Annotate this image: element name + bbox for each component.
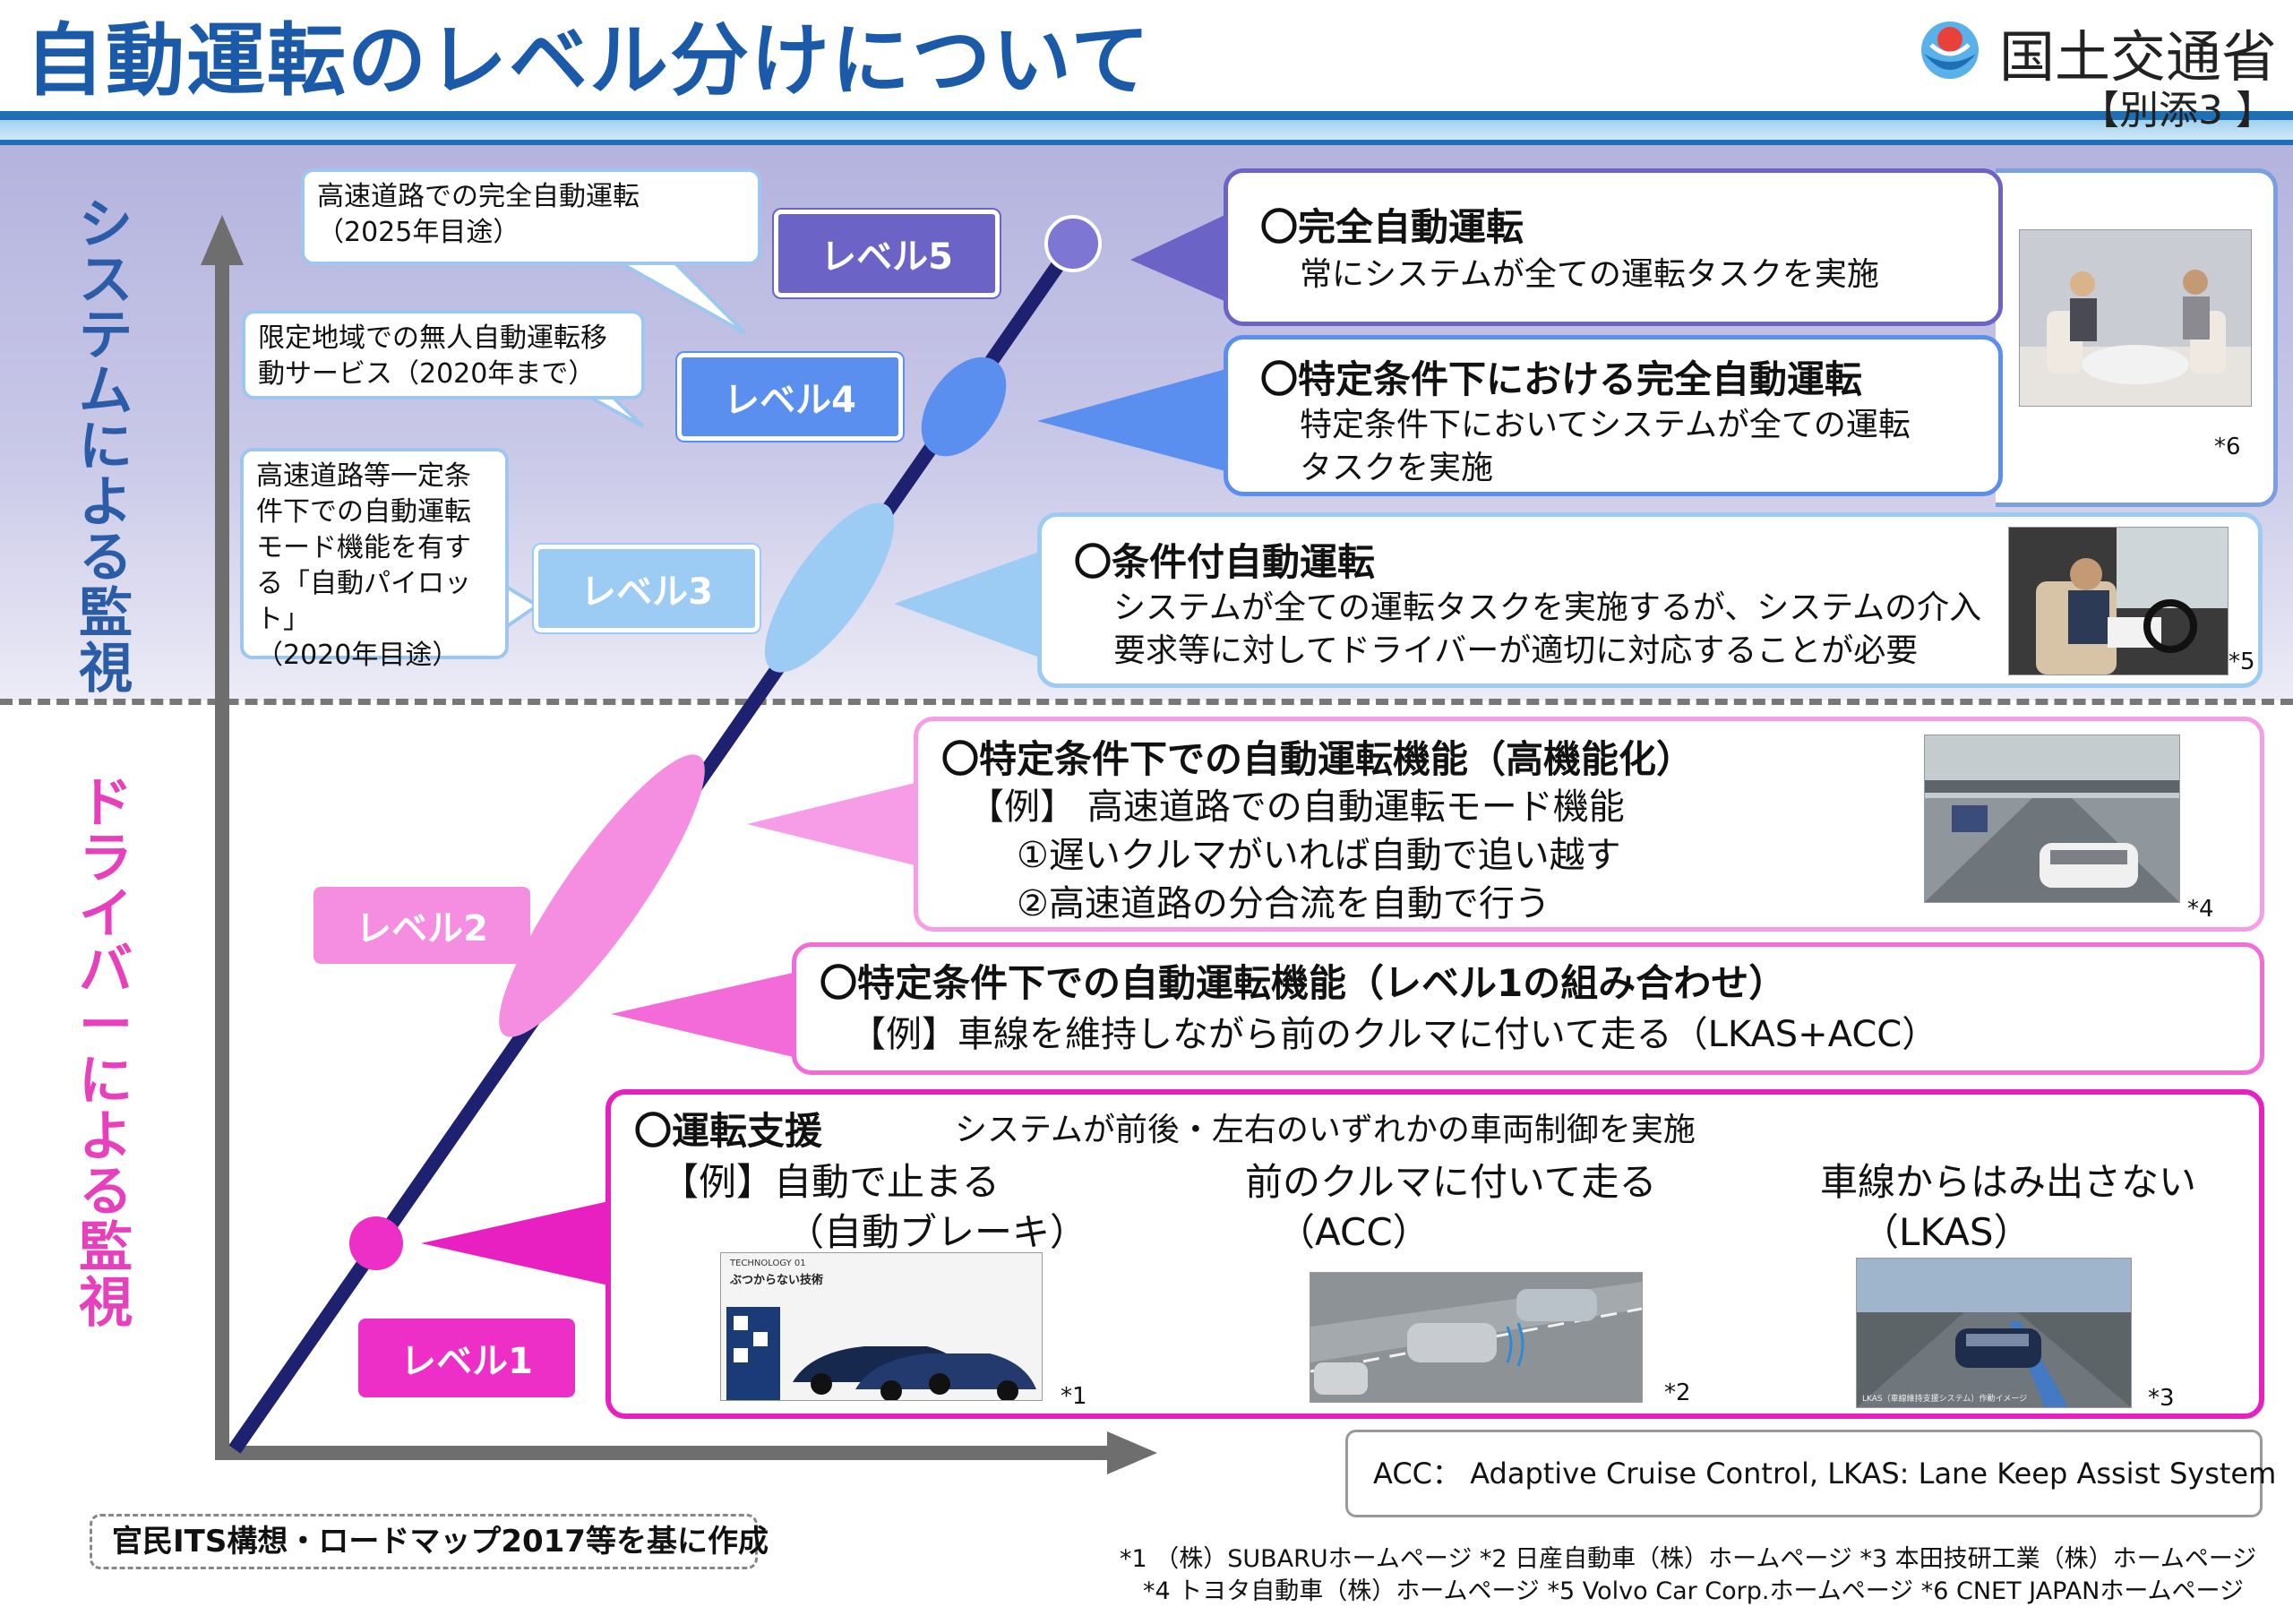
system-monitoring-label: システムによる監視 <box>79 193 133 700</box>
photo-note: *5 <box>2229 649 2255 675</box>
reference-line: *4 トヨタ自動車（株）ホームページ *5 Volvo Car Corp.ホーム… <box>1143 1577 2245 1605</box>
example-title: 前のクルマに付いて走る <box>1245 1160 1657 1204</box>
panel-title: 〇条件付自動運転 <box>1074 540 1376 584</box>
panel-title: 〇特定条件下での自動運転機能（高機能化） <box>941 737 1695 781</box>
photo-note: *3 <box>2148 1385 2175 1412</box>
example-title: 車線からはみ出さない <box>1820 1160 2197 1204</box>
header-band <box>0 120 2293 140</box>
highway-car-photo <box>1924 735 2180 903</box>
panel-text: 要求等に対してドライバーが適切に対応することが必要 <box>1113 632 1919 669</box>
level5-marker <box>1044 215 1102 272</box>
level4-panel: 〇特定条件下における完全自動運転 特定条件下においてシステムが全ての運転 タスク… <box>1224 335 2003 496</box>
photo-caption: LKAS（車線維持支援システム）作動イメージ <box>1862 1395 2028 1404</box>
level2-badge: レベル2 <box>313 887 530 964</box>
acc-cars-photo <box>1310 1272 1643 1403</box>
x-axis-arrow-icon <box>1107 1431 1157 1474</box>
header-band <box>0 111 2293 120</box>
level3-badge: レベル3 <box>534 545 760 632</box>
level5-panel: 〇完全自動運転 常にシステムが全ての運転タスクを実施 <box>1224 168 2003 326</box>
level5-pointer <box>1130 211 1232 305</box>
level1-badge: レベル1 <box>358 1319 575 1397</box>
lounge-car-interior-photo <box>2019 229 2252 407</box>
source-note: 官民ITS構想・ロードマップ2017等を基に作成 <box>90 1514 769 1569</box>
header-band <box>0 140 2293 145</box>
photo-note: *2 <box>1664 1379 1691 1406</box>
callout-line: 限定地域での無人自動運転移 <box>258 322 607 354</box>
photo-heading: ぶつからない技術 <box>730 1274 824 1287</box>
panel-title: 〇完全自動運転 <box>1260 205 1524 249</box>
level3-callout: 高速道路等一定条 件下での自動運転 モード機能を有す る「自動パイロット」 （2… <box>240 448 509 671</box>
level4-callout: 限定地域での無人自動運転移 動サービス（2020年まで） <box>242 310 645 400</box>
panel-title: 〇特定条件下における完全自動運転 <box>1260 357 1863 401</box>
level5-badge: レベル5 <box>774 210 1000 297</box>
photo-caption: TECHNOLOGY 01 <box>730 1259 806 1268</box>
callout-line: 高速道路での完全自動運転 <box>317 181 640 212</box>
driver-reading-photo <box>2008 527 2229 675</box>
callout-line: （2020年目途） <box>256 640 459 671</box>
attachment-label: 【別添3 】 <box>2080 88 2275 133</box>
panel-text: 【例】車線を維持しながら前のクルマに付いて走る（LKAS+ACC） <box>850 1014 1938 1055</box>
panel-title: 〇運転支援 <box>634 1109 823 1153</box>
ministry-name: 国土交通省 <box>1999 24 2278 90</box>
photo-note: *4 <box>2187 896 2214 923</box>
panel-title: 〇特定条件下での自動運転機能（レベル1の組み合わせ） <box>820 961 1787 1005</box>
example-subtitle: （自動ブレーキ） <box>786 1210 1088 1254</box>
level3-pointer <box>894 550 1044 659</box>
panel-text: タスクを実施 <box>1300 450 1494 486</box>
panel-text: 特定条件下においてシステムが全ての運転 <box>1300 407 1911 443</box>
level4-pointer <box>1037 367 1232 473</box>
callout-line: （2025年目途） <box>317 217 520 248</box>
level2-pointer <box>747 781 923 867</box>
callout-line: る「自動パイロット」 <box>256 568 471 635</box>
lkas-car-photo: LKAS（車線維持支援システム）作動イメージ <box>1856 1258 2132 1408</box>
photo-note: *1 <box>1061 1383 1087 1410</box>
example-subtitle: （LKAS） <box>1861 1210 2031 1254</box>
example-title: 【例】自動で止まる <box>661 1160 1001 1204</box>
level4-marker <box>921 357 1007 457</box>
level1-pointer <box>421 1200 613 1286</box>
acc-lkas-definition: ACC： Adaptive Cruise Control, LKAS: Lane… <box>1345 1430 2276 1517</box>
callout-line: 動サービス（2020年まで） <box>258 358 596 390</box>
suv-lineup-illustration <box>726 1307 1036 1400</box>
example-subtitle: （ACC） <box>1277 1210 1430 1254</box>
level5-callout: 高速道路での完全自動運転 （2025年目途） <box>301 168 761 265</box>
level2-combination-panel: 〇特定条件下での自動運転機能（レベル1の組み合わせ） 【例】車線を維持しながら前… <box>792 942 2264 1075</box>
panel-text: 常にシステムが全ての運転タスクを実施 <box>1300 256 1879 293</box>
panel-text: 【例】 高速道路での自動運転モード機能 <box>968 786 1625 828</box>
callout-line: 件下での自動運転 <box>256 496 471 528</box>
callout-line: 高速道路等一定条 <box>256 460 471 492</box>
level1-marker <box>349 1216 403 1270</box>
level2b-pointer <box>611 971 801 1059</box>
reference-line: *1 （株）SUBARUホームページ *2 日産自動車（株）ホームページ *3 … <box>1120 1545 2257 1573</box>
auto-brake-photo: TECHNOLOGY 01 ぶつからない技術 <box>720 1252 1043 1401</box>
level3-marker <box>764 503 895 673</box>
panel-text: ②高速道路の分合流を自動で行う <box>1017 883 1550 924</box>
callout-line: モード機能を有す <box>256 532 471 563</box>
photo-note: *6 <box>2214 434 2241 460</box>
panel-text: ①遅いクルマがいれば自動で追い越す <box>1017 835 1621 876</box>
level2-marker <box>499 754 705 1037</box>
panel-subtitle: システムが前後・左右のいずれかの車両制御を実施 <box>955 1112 1696 1148</box>
zone-divider <box>0 699 2293 705</box>
driver-monitoring-label: ドライバーによる監視 <box>79 772 133 1335</box>
ministry-logo-icon <box>1921 21 1979 79</box>
y-axis-arrow-icon <box>201 215 244 265</box>
lkas-illustration <box>1857 1259 2131 1407</box>
page-title: 自動運転のレベル分けについて <box>25 14 1152 107</box>
panel-text: システムが全ての運転タスクを実施するが、システムの介入 <box>1113 589 1982 626</box>
level4-badge: レベル4 <box>677 353 903 441</box>
